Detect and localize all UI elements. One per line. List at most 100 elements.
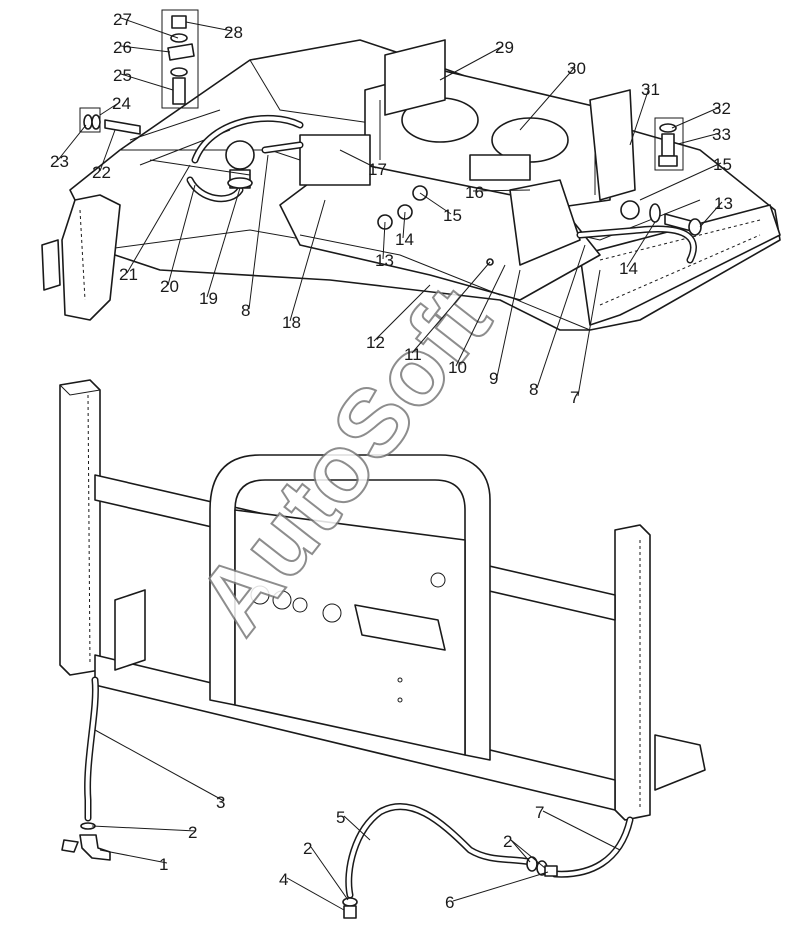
rear-right-post — [614, 524, 651, 821]
callout-number: 1 — [159, 855, 168, 874]
callout-number: 31 — [641, 80, 660, 99]
leader-line — [126, 164, 191, 274]
callout-number: 10 — [448, 358, 467, 377]
bolt-22 — [104, 119, 141, 135]
callout-number: 20 — [160, 277, 179, 296]
clamp-26 — [167, 43, 195, 61]
leader-line — [699, 201, 723, 228]
washer-14b — [649, 203, 661, 223]
leader-line — [510, 839, 546, 869]
leader-line — [419, 192, 452, 215]
callout-number: 27 — [113, 10, 132, 29]
leader-line — [510, 839, 531, 863]
callout-number: 4 — [279, 870, 288, 889]
right-cross-beam — [579, 204, 781, 326]
callout-number: 12 — [366, 333, 385, 352]
callout-number: 8 — [241, 301, 250, 320]
tap-seal — [227, 177, 253, 189]
callout-labels: 1232452677891011128181920212223242526272… — [50, 10, 733, 912]
leader-line — [57, 124, 87, 161]
leader-line — [402, 211, 406, 239]
bolt-33 — [661, 133, 675, 157]
floor-panel — [69, 39, 781, 331]
callout-number: 14 — [619, 259, 638, 278]
callout-number: 18 — [282, 313, 301, 332]
leader-line — [677, 132, 721, 145]
callout-number: 16 — [465, 183, 484, 202]
bottom-rail-lower — [114, 589, 146, 671]
heater-core — [469, 154, 531, 181]
leader-line — [99, 129, 116, 172]
arch-frame — [209, 454, 491, 761]
callout-number: 22 — [92, 163, 111, 182]
callout-number: 26 — [113, 38, 132, 57]
callout-number: 7 — [535, 803, 544, 822]
callout-number: 29 — [495, 38, 514, 57]
clamp-2c — [526, 856, 538, 872]
callout-number: 14 — [395, 230, 414, 249]
callout-number: 2 — [188, 823, 197, 842]
callout-number: 2 — [503, 832, 512, 851]
leader-line — [289, 199, 326, 322]
leader-line — [120, 73, 174, 91]
callout-number: 7 — [570, 388, 579, 407]
callout-number: 17 — [368, 160, 387, 179]
callout-number: 3 — [216, 793, 225, 812]
leader-line — [248, 154, 269, 310]
drain-tap — [79, 834, 111, 861]
leader-line — [536, 244, 586, 389]
leader-line — [542, 810, 621, 851]
nut-15b — [620, 200, 640, 220]
callout-number: 33 — [712, 125, 731, 144]
connector-6 — [544, 865, 558, 877]
leader-line — [626, 221, 656, 268]
leader-line — [629, 87, 650, 146]
leader-line — [94, 729, 225, 802]
callout-number: 6 — [445, 893, 454, 912]
leader-line — [185, 21, 233, 32]
washer-32 — [659, 123, 677, 133]
leader-line — [343, 815, 371, 841]
leader-line — [639, 162, 722, 201]
callout-number: 30 — [567, 59, 586, 78]
callout-number: 11 — [404, 345, 422, 364]
washer-23 — [83, 114, 93, 130]
end-plate — [589, 89, 636, 201]
callout-number: 13 — [375, 251, 394, 270]
clamp-2b — [342, 897, 358, 907]
washer-27 — [170, 33, 188, 43]
leader-line — [519, 66, 576, 131]
rear-left-post — [59, 379, 101, 676]
valve-bracket — [299, 134, 371, 186]
callout-number: 32 — [712, 99, 731, 118]
leader-line — [382, 221, 386, 260]
callout-number: 24 — [112, 94, 131, 113]
side-plate — [384, 39, 446, 116]
radiator-block — [509, 179, 581, 266]
callout-number: 9 — [489, 369, 498, 388]
tap-body — [225, 140, 255, 170]
leader-line — [452, 871, 549, 902]
callout-number: 25 — [113, 66, 132, 85]
leader-line — [99, 849, 168, 864]
callout-number: 8 — [529, 380, 538, 399]
leader-line — [472, 189, 531, 192]
panel-cutout — [354, 604, 446, 651]
leader-line — [373, 284, 431, 342]
leader-line — [310, 846, 349, 901]
leader-line — [411, 261, 491, 354]
leader-line — [671, 106, 721, 129]
callout-number: 13 — [714, 194, 733, 213]
callout-number: 2 — [303, 839, 312, 858]
callout-number: 19 — [199, 289, 218, 308]
nut-28 — [171, 15, 187, 29]
leader-lines — [57, 17, 723, 911]
spacer-25 — [172, 77, 186, 105]
left-bracket — [41, 239, 61, 291]
leader-line — [496, 269, 521, 378]
leader-line — [455, 264, 506, 367]
callout-number: 28 — [224, 23, 243, 42]
callout-number: 21 — [119, 265, 138, 284]
leader-line — [91, 825, 197, 832]
